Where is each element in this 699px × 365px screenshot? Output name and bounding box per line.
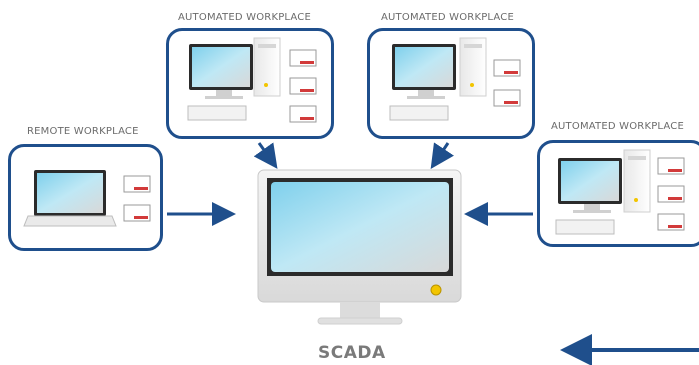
label-remote: REMOTE WORKPLACE [27, 126, 139, 137]
scada-label: SCADA [318, 343, 386, 363]
laptop-icon [23, 170, 151, 227]
workstation-icon-3 [555, 149, 685, 235]
label-auto-3: AUTOMATED WORKPLACE [551, 121, 684, 132]
arrow-auto1-to-scada [253, 142, 278, 169]
arrow-auto2-to-scada [430, 142, 454, 169]
workstation-icon-2 [389, 37, 521, 121]
workstation-icon-1 [187, 37, 317, 123]
label-auto-1: AUTOMATED WORKPLACE [178, 12, 311, 23]
scada-monitor-icon [257, 169, 462, 325]
label-auto-2: AUTOMATED WORKPLACE [381, 12, 514, 23]
